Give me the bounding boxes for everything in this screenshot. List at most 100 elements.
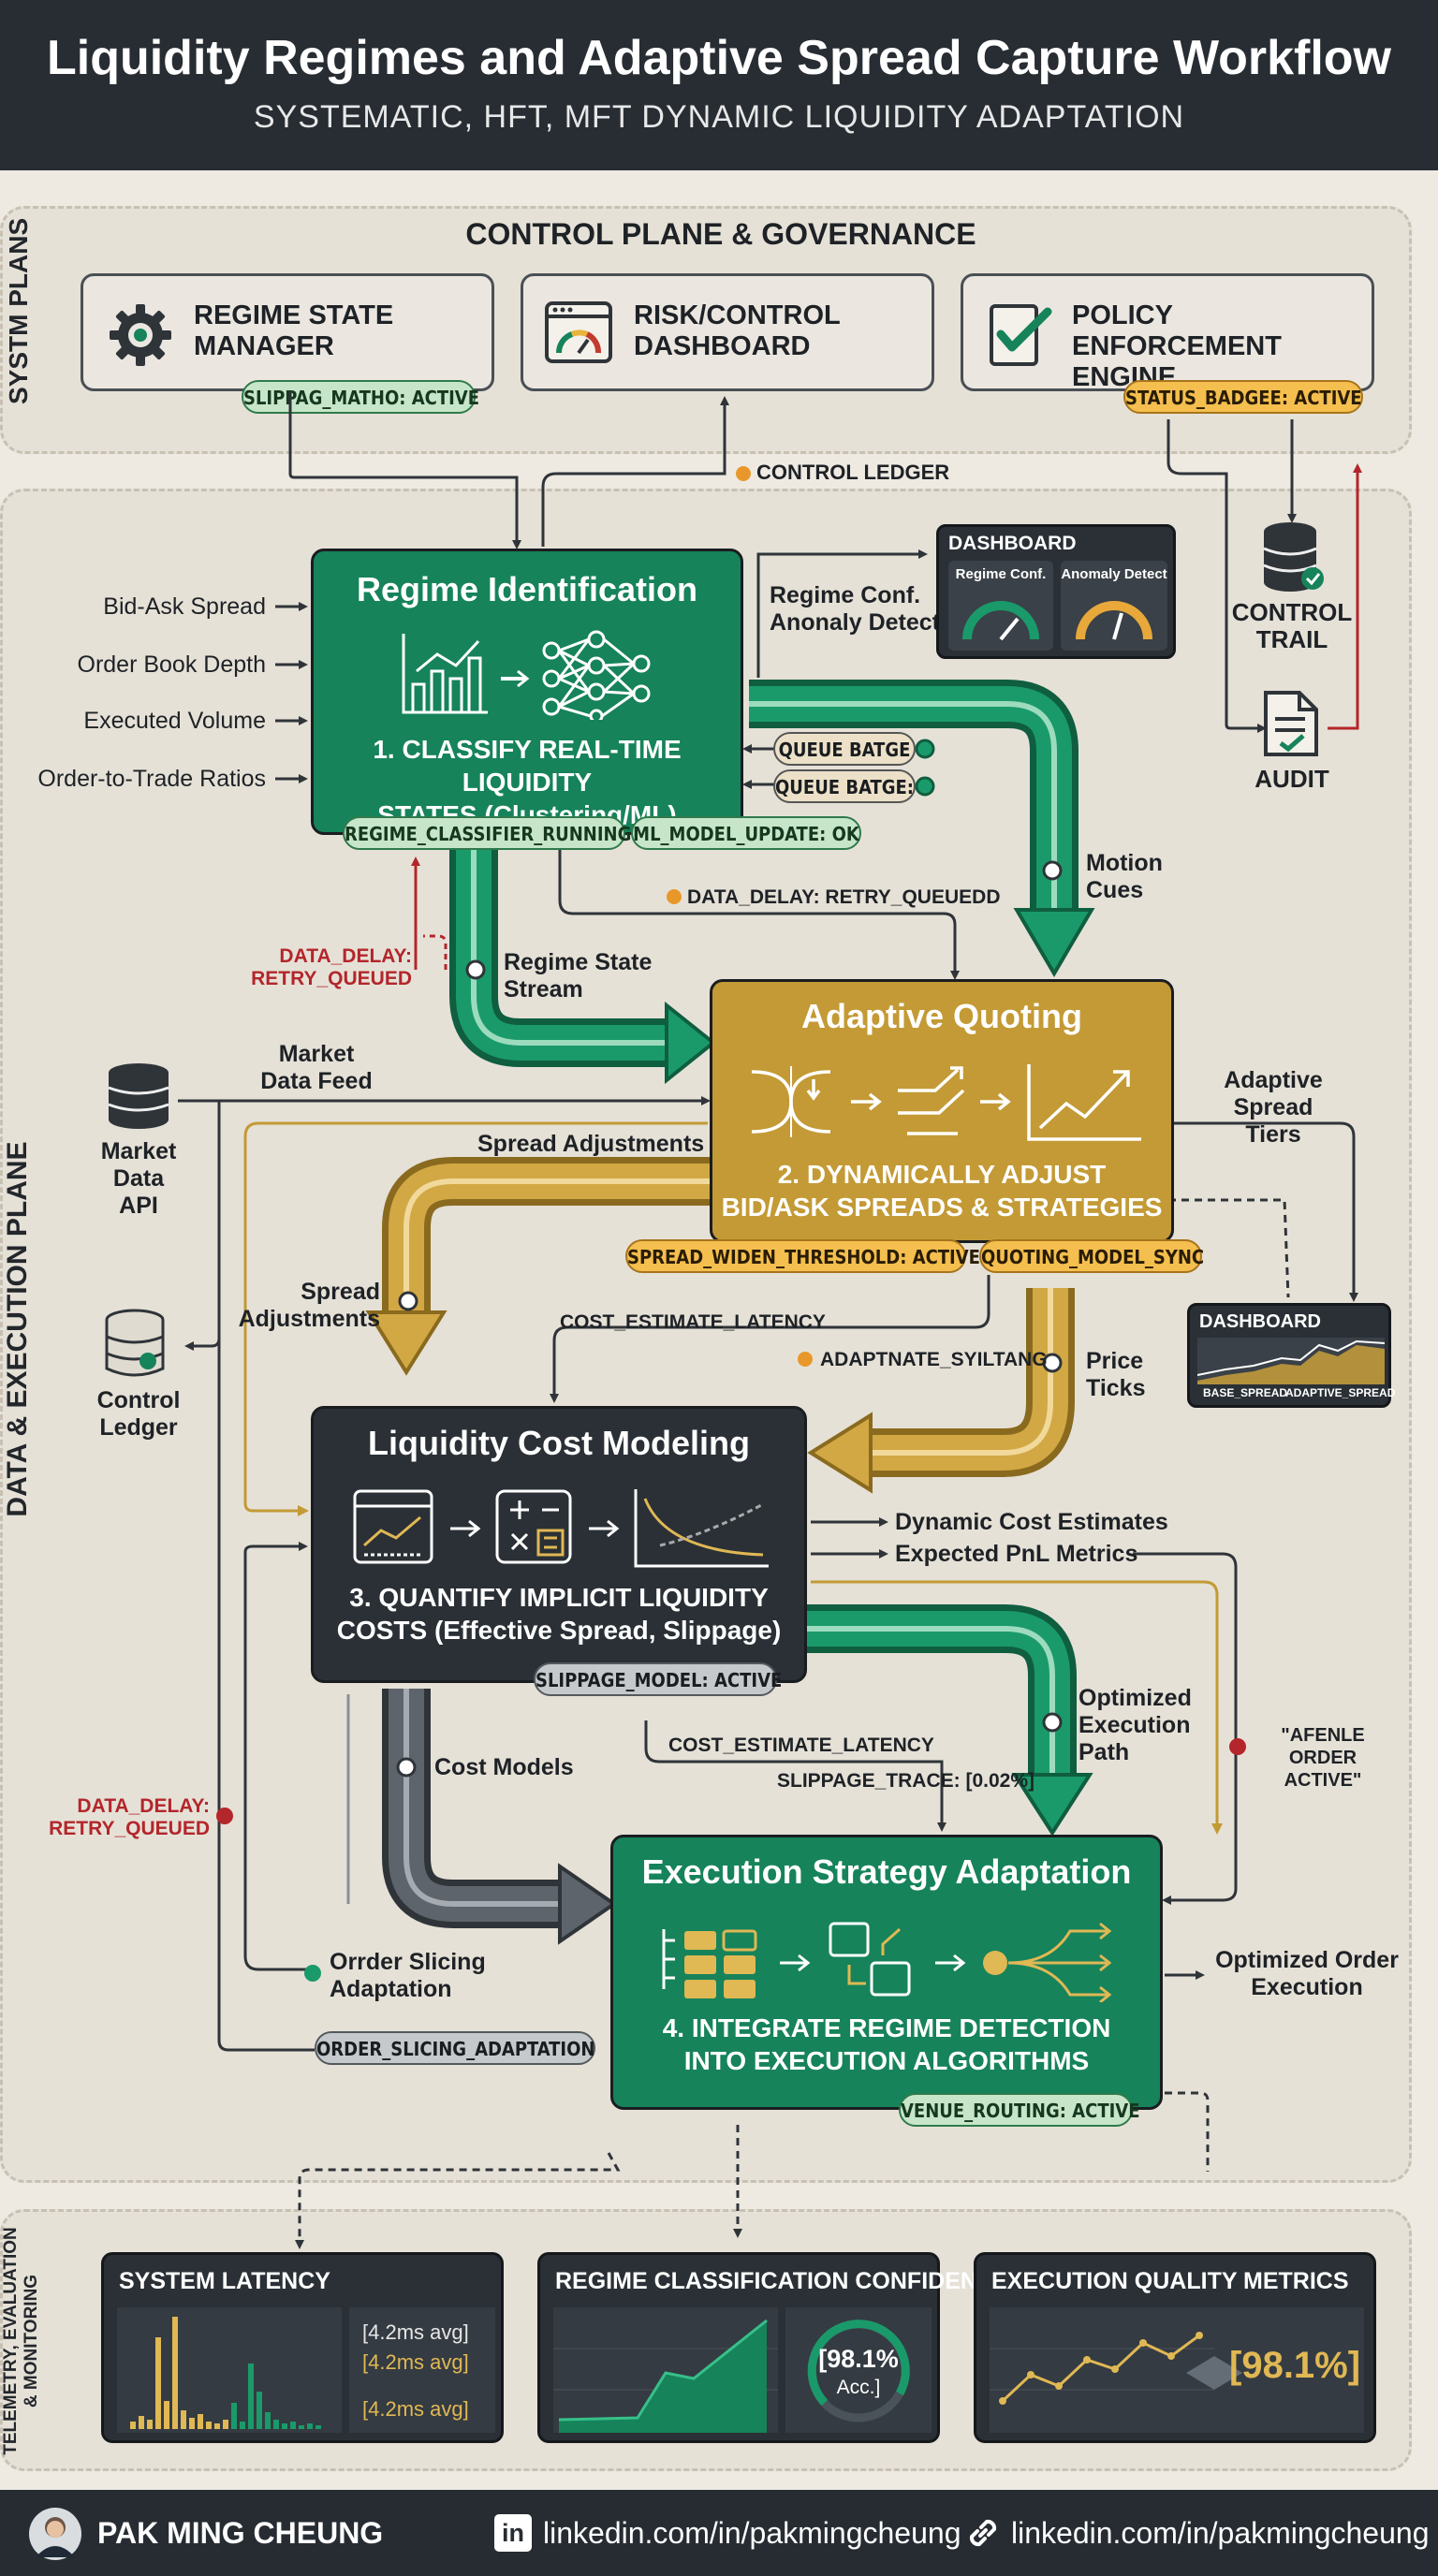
- ledger-database-icon: [105, 1309, 165, 1377]
- input-order-book-depth: Order Book Depth: [77, 651, 267, 678]
- audit-label: AUDIT: [1255, 765, 1329, 793]
- gauge-icon: [1076, 601, 1152, 640]
- header: Liquidity Regimes and Adaptive Spread Ca…: [0, 0, 1438, 170]
- latency-bar: [315, 2425, 321, 2429]
- liquidity-cost-modeling-title: Liquidity Cost Modeling: [368, 1424, 750, 1462]
- flow-adaptive-to-cost-right: [807, 1288, 1075, 1494]
- database-icon: [1263, 522, 1324, 592]
- base-spread-legend: BASE_SPREAD: [1203, 1386, 1288, 1399]
- policy-enforcement-engine-card: POLICY ENFORCEMENT ENGINE: [961, 273, 1374, 392]
- flow-cost-to-execution-left: [382, 1689, 618, 1945]
- latency-bar: [189, 2418, 195, 2429]
- regime-state-manager-label: REGIME STATE MANAGER: [194, 300, 394, 361]
- ml-model-update-badge: ML_MODEL_UPDATE: OK: [631, 816, 861, 850]
- latency-bar: [130, 2422, 136, 2429]
- flow-adaptive-to-cost-left: [365, 1157, 710, 1376]
- dashboard-2-title: DASHBOARD: [1199, 1311, 1321, 1332]
- latency-values-box: [4.2ms avg] [4.2ms avg] [4.2ms avg]: [349, 2307, 495, 2433]
- linkedin-link-1[interactable]: linkedin.com/in/pakmingcheung: [543, 2516, 961, 2550]
- execution-routing-icons: [662, 1922, 1112, 2002]
- spread-adjustments-top-label: Spread Adjustments: [477, 1131, 705, 1157]
- connector-dots: [216, 466, 1246, 1982]
- confidence-value: [98.1%: [818, 2345, 899, 2373]
- latency-bar: [198, 2414, 203, 2429]
- execution-quality-panel: EXECUTION QUALITY METRICS [98.1%]: [974, 2252, 1376, 2443]
- latency-bar: [231, 2403, 237, 2429]
- order-slicing-label: Orrder Slicing Adaptation: [330, 1949, 486, 2002]
- liquidity-cost-modeling-node: Liquidity Cost Modeling 3. QUANTIFY IMPL…: [311, 1406, 807, 1683]
- cost-models-label: Cost Models: [434, 1754, 574, 1780]
- latency-bar: [172, 2317, 178, 2429]
- control-ledger-node-label: Control Ledger: [96, 1387, 181, 1441]
- latency-bar: [147, 2420, 153, 2429]
- regime-conf-gauge: Regime Conf.: [948, 561, 1053, 651]
- gear-icon: [110, 304, 171, 366]
- confidence-ring-gauge: [807, 2320, 910, 2422]
- regime-identification-node: Regime Identification 1. CLASSIFY REAL-T…: [311, 549, 743, 835]
- execution-strategy-title: Execution Strategy Adaptation: [641, 1852, 1132, 1891]
- queue-badge-2: QUEUE BATGE:: [773, 769, 916, 803]
- cost-estimate-latency-label-2: COST_ESTIMATE_LATENCY: [668, 1734, 934, 1756]
- flow-regime-to-adaptive-right: [749, 680, 1095, 977]
- link-icon[interactable]: [964, 2514, 1002, 2552]
- adaptive-quoting-node: Adaptive Quoting 2. DYNAMICALLY ADJUST B…: [710, 979, 1174, 1243]
- regime-state-stream-label: Regime State Stream: [504, 949, 653, 1003]
- database-icon: [108, 1063, 169, 1129]
- slippag-matho-badge: SLIPPAG_MATHO: ACTIVE: [242, 380, 479, 414]
- slippage-model-badge: SLIPPAGE_MODEL: ACTIVE: [534, 1662, 782, 1696]
- order-slicing-adaptation-badge: ORDER_SLICING_ADAPTATION: [315, 2031, 595, 2065]
- system-latency-panel: SYSTEM LATENCY [4.2ms avg] [4.2ms avg] […: [101, 2252, 504, 2443]
- avatar: [29, 2508, 81, 2560]
- audit-document-icon: [1264, 691, 1318, 756]
- risk-control-dashboard-label: RISK/CONTROL DASHBOARD: [634, 300, 841, 361]
- spread-dashboard-widget: DASHBOARD BASE_SPREAD ADAPTIVE_SPREAD: [1187, 1303, 1395, 1408]
- flow-cost-to-execution-right: [807, 1604, 1093, 1837]
- page-title: Liquidity Regimes and Adaptive Spread Ca…: [47, 31, 1391, 85]
- regime-dashboard-widget: DASHBOARD Regime Conf. Anomaly Detect: [936, 524, 1176, 659]
- data-delay-retry-label: DATA_DELAY: RETRY_QUEUEDD: [687, 886, 1001, 908]
- anomaly-detect-gauge: Anomaly Detect: [1061, 561, 1167, 651]
- chart-to-neural-network-icon: [402, 630, 651, 720]
- latency-bar: [240, 2422, 245, 2429]
- control-ledger-label: CONTROL LEDGER: [756, 461, 950, 484]
- dashboard-gauge-icon: [545, 301, 612, 363]
- linkedin-icon[interactable]: in: [494, 2514, 532, 2552]
- quality-value: [98.1%]: [1229, 2345, 1361, 2386]
- input-order-to-trade: Order-to-Trade Ratios: [37, 766, 266, 792]
- control-plane-title: CONTROL PLANE & GOVERNANCE: [465, 217, 976, 251]
- liquidity-cost-modeling-desc: 3. QUANTIFY IMPLICIT LIQUIDITY COSTS (Ef…: [336, 1583, 782, 1645]
- data-delay-red-label-2: DATA_DELAY: RETRY_QUEUED: [49, 1795, 210, 1839]
- regime-confidence-title: REGIME CLASSIFICATION CONFIDENCE: [555, 2268, 1010, 2294]
- execution-strategy-desc: 4. INTEGRATE REGIME DETECTION INTO EXECU…: [662, 2013, 1111, 2075]
- footer: PAK MING CHEUNG in linkedin.com/in/pakmi…: [0, 2490, 1438, 2576]
- latency-bar: [223, 2420, 228, 2429]
- flow-regime-to-adaptive: [449, 833, 717, 1085]
- linkedin-link-2[interactable]: linkedin.com/in/pakmingcheung: [1011, 2516, 1430, 2550]
- latency-bar: [139, 2416, 144, 2429]
- latency-bar: [265, 2412, 271, 2429]
- latency-bar: [155, 2337, 161, 2429]
- risk-control-dashboard-card: RISK/CONTROL DASHBOARD: [521, 273, 934, 391]
- queue-badge-1: QUEUE BATGE: [773, 732, 916, 766]
- data-delay-red-label-1: DATA_DELAY: RETRY_QUEUED: [251, 945, 412, 989]
- spread-adjustments-left-label: Spread Adjustments: [238, 1279, 380, 1332]
- latency-bar: [257, 2392, 262, 2429]
- expected-pnl-label: Expected PnL Metrics: [895, 1541, 1138, 1567]
- regime-identification-title: Regime Identification: [356, 570, 698, 608]
- optimized-order-execution-label: Optimized Order Execution: [1215, 1947, 1399, 2000]
- control-trail-label: CONTROL TRAIL: [1231, 598, 1353, 653]
- confidence-area-chart: [553, 2307, 778, 2433]
- confidence-gauge-box: [98.1% Acc.]: [785, 2307, 932, 2433]
- adaptive-spread-tiers-label: Adaptive Spread Tiers: [1224, 1067, 1323, 1148]
- policy-enforcement-engine-label: POLICY ENFORCEMENT ENGINE: [1072, 300, 1282, 392]
- regime-confidence-panel: REGIME CLASSIFICATION CONFIDENCE [98.1% …: [537, 2252, 1010, 2443]
- latency-bar: [299, 2425, 304, 2429]
- input-bid-ask-spread: Bid-Ask Spread: [103, 593, 266, 620]
- system-latency-title: SYSTEM LATENCY: [119, 2268, 330, 2294]
- latency-bar: [181, 2410, 186, 2429]
- latency-bar: [290, 2422, 296, 2429]
- execution-strategy-node: Execution Strategy Adaptation 4. INTEGRA…: [610, 1835, 1163, 2110]
- regime-classifier-running-badge: REGIME_CLASSIFIER_RUNNING: [343, 816, 631, 850]
